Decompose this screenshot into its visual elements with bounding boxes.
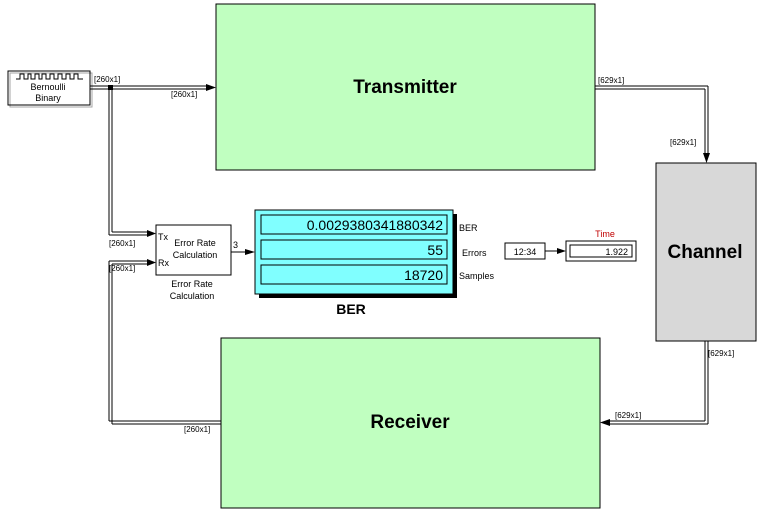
- pulse-waveform-icon: [16, 73, 83, 80]
- receiver-block[interactable]: Receiver: [220, 337, 601, 509]
- clock-label: 12:34: [514, 247, 537, 257]
- ber-row-label: BER: [459, 223, 478, 233]
- time-display-block[interactable]: 1.922: [565, 240, 637, 262]
- error-rate-caption-line1: Error Rate: [171, 279, 213, 289]
- channel-label: Channel: [668, 242, 743, 263]
- error-rate-caption-line2: Calculation: [170, 291, 215, 301]
- error-rate-inner-line2: Calculation: [173, 250, 218, 260]
- samples-value: 18720: [404, 267, 443, 283]
- signal-line-clock-to-time: [545, 248, 566, 254]
- bernoulli-binary-block[interactable]: Bernoulli Binary: [7, 70, 93, 108]
- ber-display-row: 0.0029380341880342: [260, 214, 448, 235]
- signal-line-error-to-ber: [231, 249, 255, 255]
- receiver-label: Receiver: [370, 412, 450, 433]
- time-display-value: 1.922: [605, 247, 628, 257]
- signal-line-transmitter-to-channel: [595, 85, 710, 163]
- ber-display-block[interactable]: 0.0029380341880342 55 18720: [254, 209, 457, 298]
- error-rate-calculation-block[interactable]: Tx Rx Error Rate Calculation 3: [155, 224, 238, 276]
- signal-line-branch-to-error-tx: [108, 90, 156, 237]
- signal-label-channel-in: [629x1]: [670, 138, 696, 147]
- branch-point: [108, 85, 113, 90]
- ber-display-row: 55: [260, 239, 448, 260]
- ber-display-row: 18720: [260, 264, 448, 285]
- errors-row-label: Errors: [462, 248, 487, 258]
- signal-label-err-rx: [260x1]: [109, 264, 135, 273]
- bernoulli-label-line2: Binary: [35, 93, 61, 103]
- clock-block[interactable]: 12:34: [504, 242, 546, 260]
- signal-label-bernoulli-out: [260x1]: [94, 75, 120, 84]
- error-rate-rx-port: Rx: [158, 258, 169, 268]
- signal-label-tx-in: [260x1]: [171, 90, 197, 99]
- error-rate-inner-line1: Error Rate: [174, 238, 216, 248]
- time-display-title: Time: [595, 229, 615, 239]
- signal-label-rx-out: [260x1]: [184, 425, 210, 434]
- signal-label-rx-in: [629x1]: [615, 411, 641, 420]
- ber-display-title: BER: [336, 301, 366, 317]
- ber-value: 0.0029380341880342: [307, 217, 443, 233]
- signal-line-receiver-to-error-rx: [108, 259, 221, 425]
- signal-line-channel-to-receiver: [600, 341, 709, 426]
- transmitter-label: Transmitter: [353, 77, 457, 98]
- bernoulli-label-line1: Bernoulli: [30, 82, 65, 92]
- signal-label-channel-out: [629x1]: [708, 349, 734, 358]
- channel-block[interactable]: Channel: [655, 162, 757, 342]
- error-rate-output-width: 3: [233, 240, 238, 250]
- samples-row-label: Samples: [459, 271, 495, 281]
- errors-value: 55: [427, 242, 443, 258]
- signal-label-err-tx: [260x1]: [109, 239, 135, 248]
- transmitter-block[interactable]: Transmitter: [215, 3, 596, 171]
- error-rate-tx-port: Tx: [158, 232, 168, 242]
- signal-label-tx-out: [629x1]: [598, 76, 624, 85]
